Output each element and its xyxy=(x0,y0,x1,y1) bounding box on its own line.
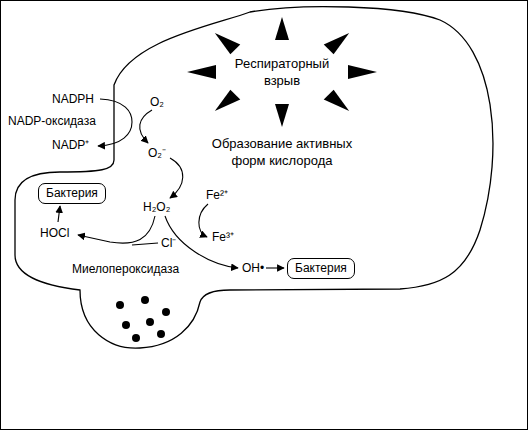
burst-spike xyxy=(348,65,377,79)
process-caption: Образование активных форм кислорода xyxy=(197,135,367,169)
chem-label: NADPH xyxy=(52,92,94,107)
chem-label: HOCl xyxy=(40,226,69,241)
burst-spike xyxy=(215,33,240,54)
chem-label: Fe³⁺ xyxy=(212,230,234,245)
chem-label: OH• xyxy=(242,261,264,276)
burst-spike xyxy=(324,90,349,111)
burst-spike xyxy=(187,65,216,79)
bacterium-label: Бактерия xyxy=(46,186,98,201)
bacterium-box: Бактерия xyxy=(38,183,106,204)
chem-label: O₂⁻ xyxy=(148,146,166,161)
burst-spike xyxy=(324,33,349,54)
burst-spike xyxy=(215,90,240,111)
chem-label: Cl⁻ xyxy=(161,236,176,251)
burst-star xyxy=(187,17,377,127)
bacterium-label: Бактерия xyxy=(295,261,347,276)
chem-label: NADP⁺ xyxy=(52,138,89,153)
enzyme-label: Миелопероксидаза xyxy=(72,262,179,277)
burst-spike xyxy=(275,104,289,127)
burst-spike xyxy=(275,17,289,40)
granules xyxy=(116,296,170,342)
chem-label: Fe²⁺ xyxy=(206,188,228,203)
chem-label: O₂ xyxy=(150,95,164,110)
chem-label: H₂O₂ xyxy=(143,200,170,215)
bacterium-box: Бактерия xyxy=(287,258,355,279)
burst-title: Респираторный взрыв xyxy=(222,55,342,89)
enzyme-label: NADP-оксидаза xyxy=(8,114,96,129)
cell-outline xyxy=(15,7,493,349)
